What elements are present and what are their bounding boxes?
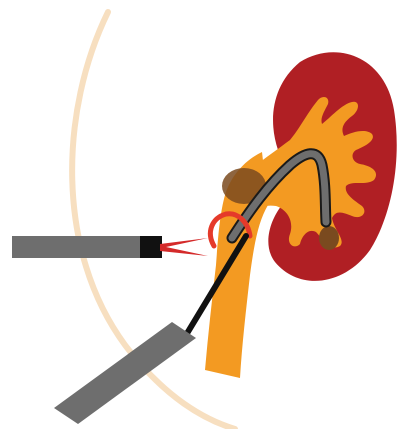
kidney-stone [319, 226, 339, 250]
laser-fiber-tips [160, 238, 208, 256]
access-sheath-tip [140, 236, 162, 258]
rigid-probe-handle [54, 322, 196, 424]
access-sheath-body [12, 236, 142, 258]
